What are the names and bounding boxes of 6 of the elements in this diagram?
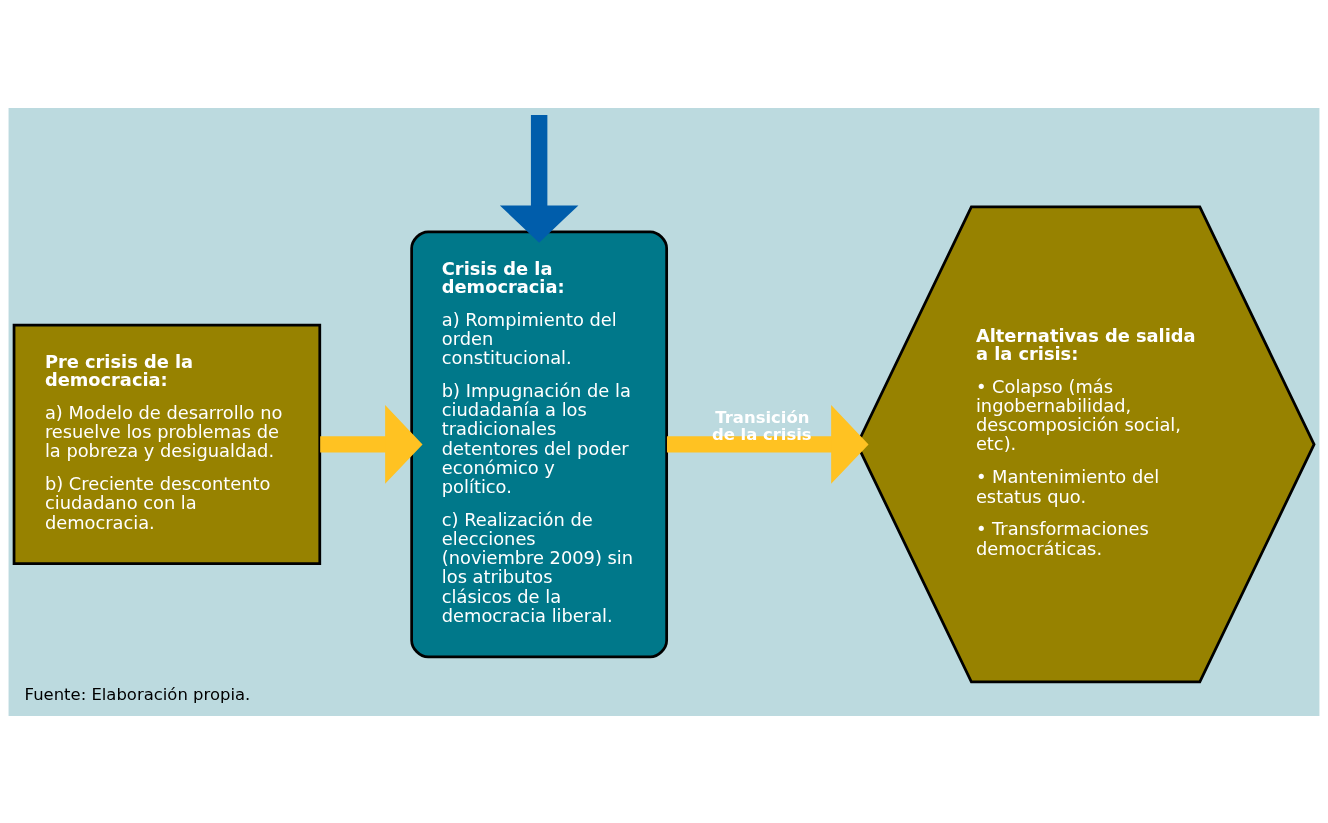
arrow [320,404,423,484]
arrow [666,404,869,484]
caption: Fuente: Elaboración propia. [24,684,251,704]
node-box: Crisis de la democracia: a) Rompimiento del orden constitucional. b) Impugnación de la ciudadanía a los tradicionales detentores del poder económico y político. c) Realización de elecciones (noviembre 2009) sin los atributos clásicos de la democracia liberal. [410,230,668,658]
node-box: Pre crisis de la democracia: a) Modelo de desarrollo no resuelve los problemas de la pobreza y desigualdad. b) Creciente descontento ciudadano con la democracia. [12,323,322,565]
arrow [499,114,579,243]
